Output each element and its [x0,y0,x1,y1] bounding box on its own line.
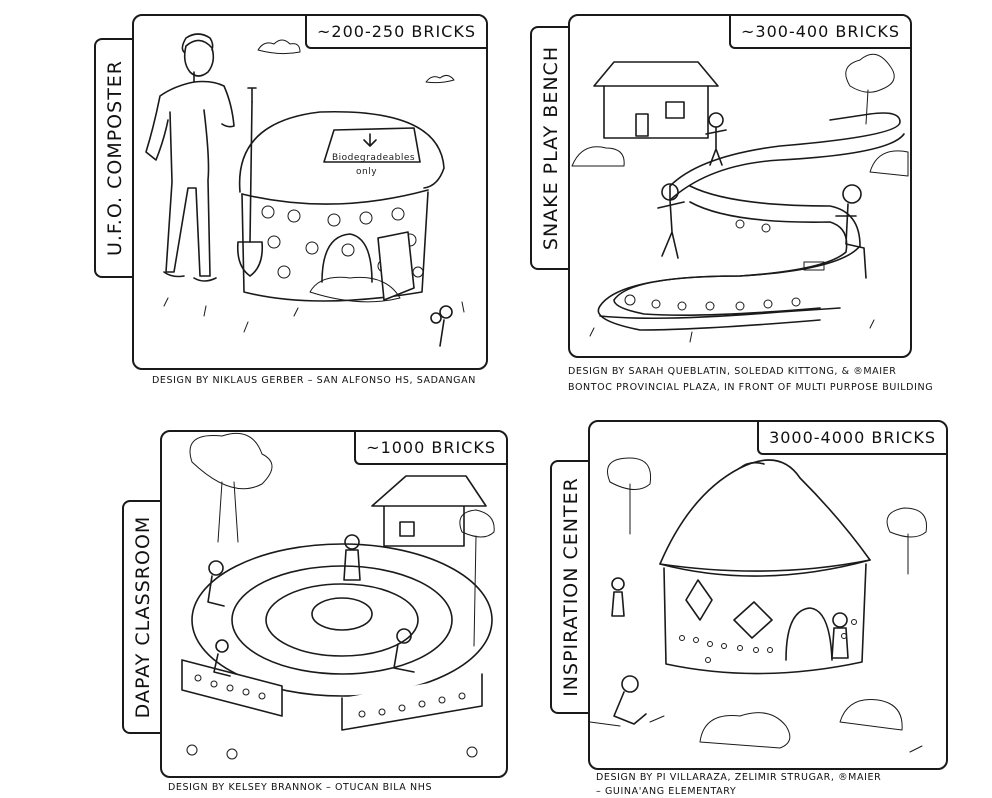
house-icon [371,475,487,547]
panel-frame: ~300-400 Bricks [568,14,912,358]
panel-frame: ~1000 Bricks [160,430,508,778]
panel-title: Dapay Classroom [132,515,154,719]
panel-title-tab: U.F.O. Composter [94,38,134,278]
tree-icon [459,509,495,647]
flower-icon [186,744,198,756]
brick-count-label: ~300-400 Bricks [729,16,910,49]
person-figure [145,33,235,282]
panel-title: U.F.O. Composter [104,59,126,257]
inspiration-center-illustration [590,457,928,753]
child-figure [835,184,867,279]
child-figure [705,112,727,166]
flower-icon [226,748,238,760]
panel-title-tab: Inspiration Center [550,460,590,714]
brick-count-label: ~200-250 Bricks [305,16,486,49]
panel-title-tab: Dapay Classroom [122,500,162,734]
ufo-composter-illustration: Biodegradeables only [145,33,465,347]
design-credit-line-2: – Guina'ang Elementary [596,786,737,797]
person-figure [831,612,849,659]
person-figure [207,560,225,607]
tree-icon [886,507,928,575]
person-figure [613,675,647,725]
snake-bench-illustration [571,53,909,343]
composter-doorway [321,233,373,283]
person-figure [393,628,415,673]
tree-icon [845,53,895,125]
bottle-bricks [261,205,424,279]
composter-dome: Biodegradeables only [238,110,445,302]
design-credit-line-1: Design by Sarah Queblatin, Soledad Kitto… [568,366,897,377]
shovel-icon [236,87,264,277]
flower-icon [466,746,478,758]
panel-title: Snake Play Bench [540,45,562,251]
house-icon [593,61,719,139]
snake-bench [597,112,905,331]
panel-frame: 3000-4000 Bricks [588,420,948,770]
person-figure [611,577,625,617]
design-credit: Design by Kelsey Brannok – Otucan Bila N… [168,782,433,793]
dapay-classroom-illustration [181,432,495,760]
panel-frame: Biodegradeables only ~200-250 Bricks [132,14,488,370]
person-figure [343,534,361,581]
design-credit-line-2: Bontoc Provincial Plaza, in front of Mul… [568,382,934,393]
panel-title-tab: Snake Play Bench [530,26,570,270]
tree-icon [607,457,652,535]
panel-title: Inspiration Center [560,477,582,697]
tree-icon [189,432,273,543]
inspiration-center-building [659,459,871,675]
design-credit-line-1: Design by Pi Villaraza, Zelimir Strugar,… [596,772,882,783]
design-credit: Design by Niklaus Gerber – San Alfonso H… [152,375,476,386]
brick-count-label: ~1000 Bricks [354,432,506,465]
composter-door [377,231,415,301]
circular-seating [191,543,493,697]
sign-line-1: Biodegradeables [332,153,415,163]
flower-icon [430,305,453,347]
brick-count-label: 3000-4000 Bricks [757,422,946,455]
sign-line-2: only [356,167,377,177]
person-figure [213,639,231,677]
child-figure [657,183,685,259]
